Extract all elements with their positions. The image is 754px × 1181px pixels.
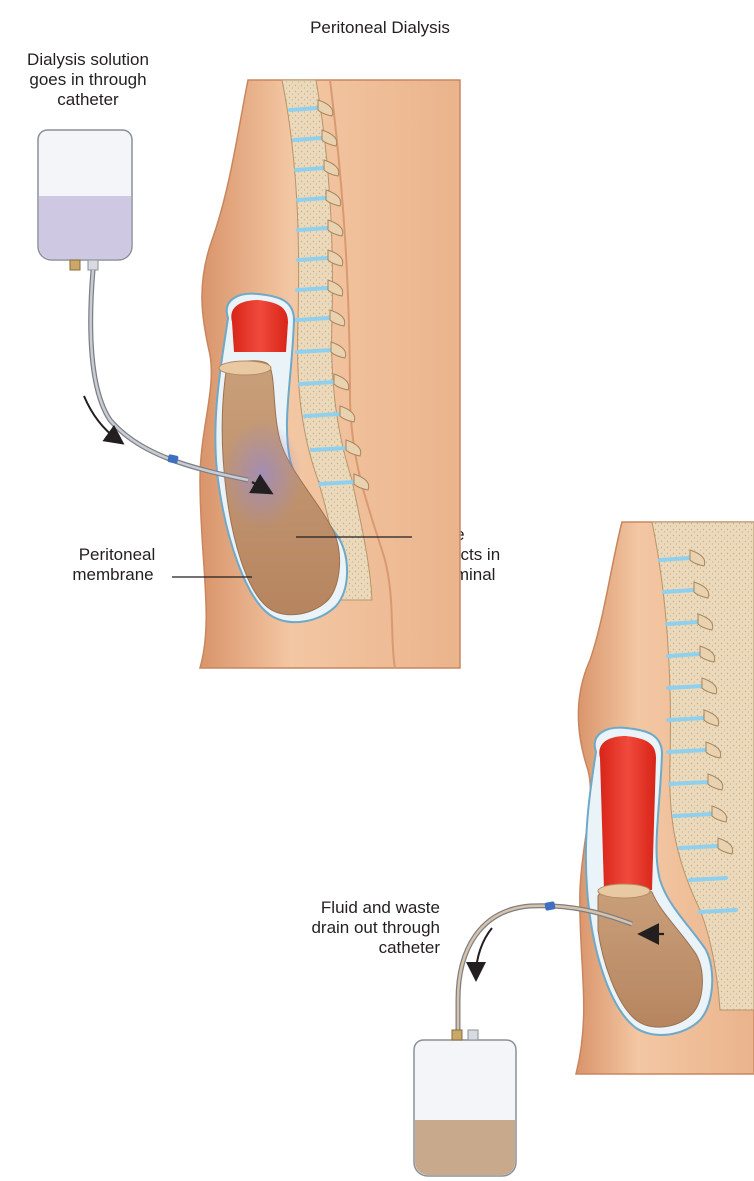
drainage-bag <box>414 1030 516 1176</box>
dialysis-solution-bag <box>38 130 132 270</box>
